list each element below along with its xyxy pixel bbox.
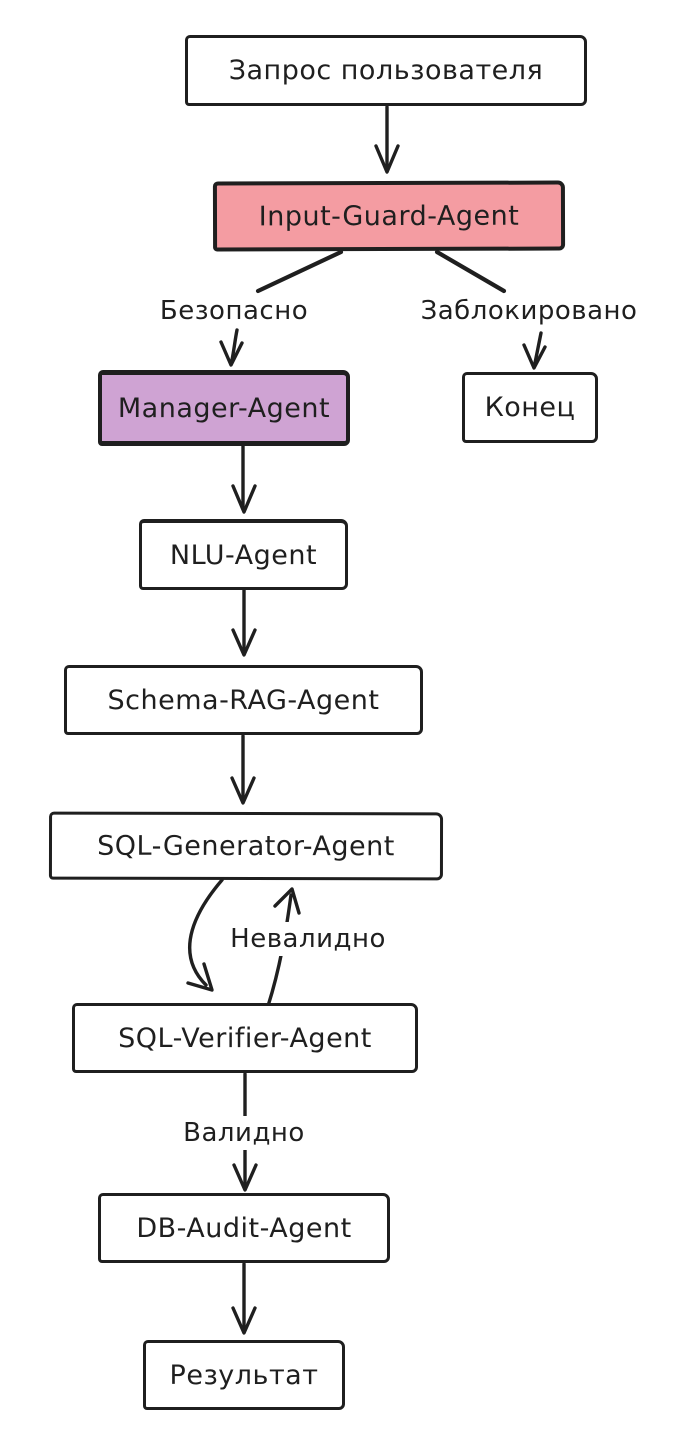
node-end: Конец xyxy=(462,372,598,443)
edge-label-invalid: Невалидно xyxy=(222,922,394,956)
arrow-db-audit-to-result xyxy=(231,1262,257,1335)
node-schema-rag-agent-label: Schema-RAG-Agent xyxy=(107,684,380,716)
branch-line-safe xyxy=(255,249,344,294)
node-user-request-label: Запрос пользователя xyxy=(228,55,544,86)
node-user-request: Запрос пользователя xyxy=(185,35,587,106)
node-sql-generator-agent: SQL-Generator-Agent xyxy=(48,811,444,881)
arrow-blocked-to-end xyxy=(522,331,547,370)
node-nlu-agent: NLU-Agent xyxy=(139,519,348,590)
node-manager-agent: Manager-Agent xyxy=(98,370,350,446)
node-result-label: Результат xyxy=(169,1359,319,1391)
arrow-nlu-to-schema-rag xyxy=(231,588,257,657)
arrow-schema-rag-to-sql-generator xyxy=(230,734,256,805)
node-nlu-agent-label: NLU-Agent xyxy=(169,539,318,571)
edge-label-valid: Валидно xyxy=(175,1116,313,1150)
node-sql-verifier-agent: SQL-Verifier-Agent xyxy=(72,1003,418,1073)
edge-label-safe: Безопасно xyxy=(151,294,317,328)
node-db-audit-agent-label: DB-Audit-Agent xyxy=(136,1212,352,1244)
edge-label-blocked: Заблокировано xyxy=(412,294,646,328)
node-sql-verifier-agent-label: SQL-Verifier-Agent xyxy=(118,1022,372,1054)
node-result: Результат xyxy=(143,1340,345,1410)
node-input-guard-agent: Input-Guard-Agent xyxy=(212,180,566,252)
node-input-guard-agent-label: Input-Guard-Agent xyxy=(258,200,520,232)
arrow-sql-generator-to-sql-verifier xyxy=(186,878,224,992)
node-sql-generator-agent-label: SQL-Generator-Agent xyxy=(97,830,395,862)
arrow-safe-to-manager xyxy=(219,328,244,367)
node-db-audit-agent: DB-Audit-Agent xyxy=(98,1193,390,1263)
branch-line-blocked xyxy=(434,249,507,294)
node-manager-agent-label: Manager-Agent xyxy=(117,392,331,424)
node-end-label: Конец xyxy=(484,392,576,423)
arrow-manager-to-nlu xyxy=(231,444,257,514)
node-schema-rag-agent: Schema-RAG-Agent xyxy=(64,665,423,735)
arrow-user-request-to-input-guard xyxy=(374,105,400,174)
